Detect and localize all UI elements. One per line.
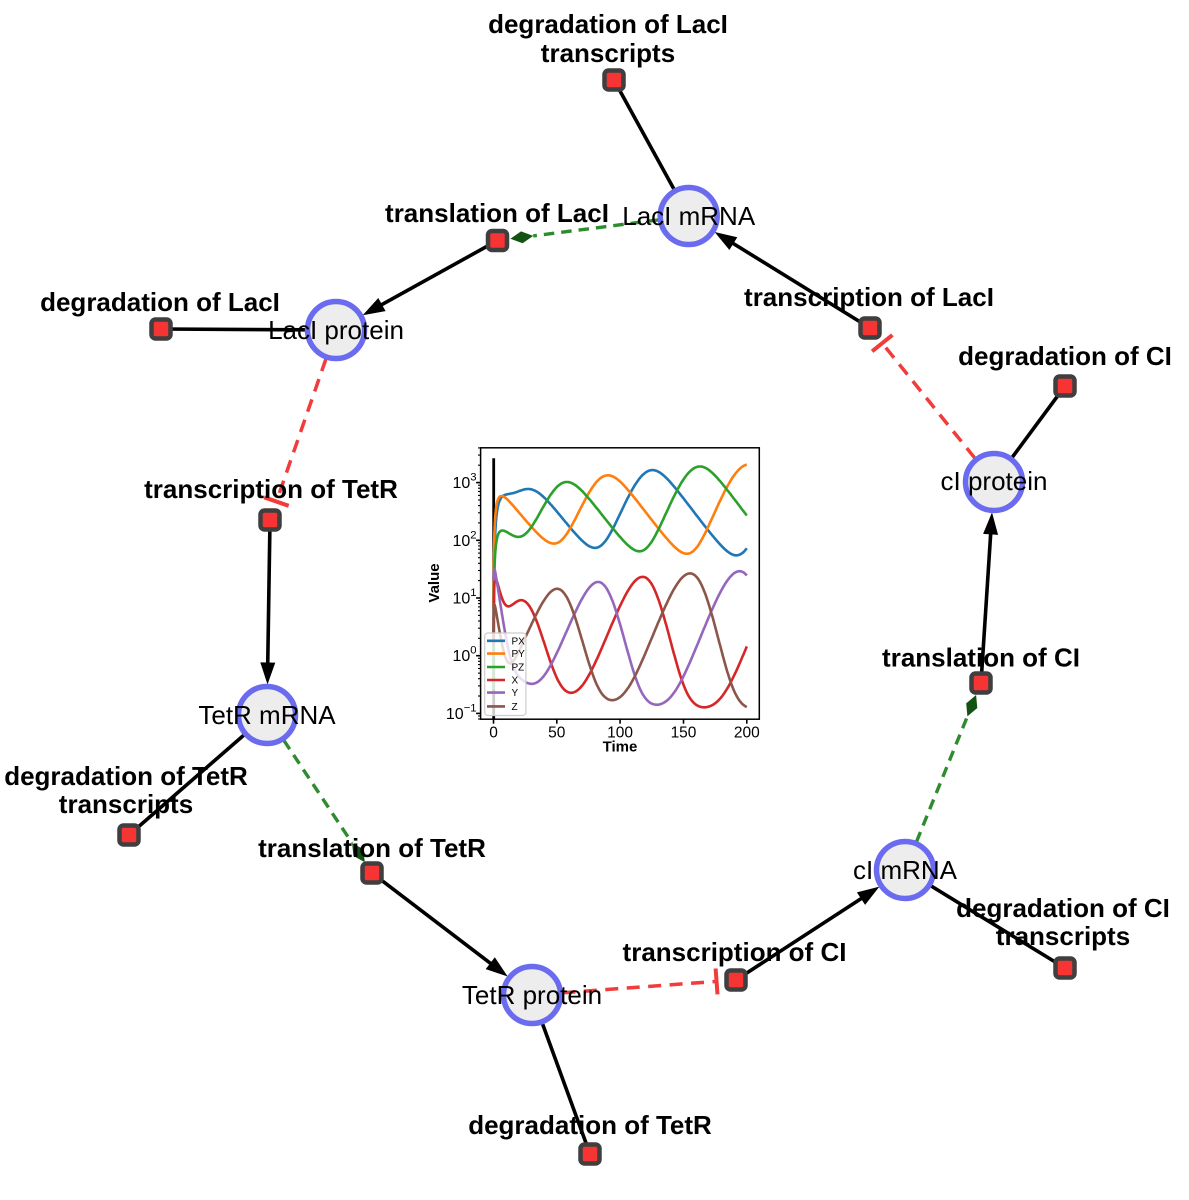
- svg-text:degradation of CI: degradation of CI: [956, 893, 1170, 923]
- svg-text:PY: PY: [512, 649, 526, 660]
- svg-text:transcription of LacI: transcription of LacI: [744, 282, 994, 312]
- svg-text:translation of LacI: translation of LacI: [385, 198, 609, 228]
- svg-text:translation of CI: translation of CI: [882, 643, 1080, 673]
- svg-text:TetR mRNA: TetR mRNA: [198, 700, 336, 730]
- svg-text:degradation of TetR: degradation of TetR: [468, 1110, 712, 1140]
- svg-text:PX: PX: [512, 636, 526, 647]
- svg-text:50: 50: [548, 725, 566, 742]
- svg-text:transcripts: transcripts: [59, 789, 193, 819]
- svg-text:103: 103: [453, 472, 477, 493]
- svg-text:translation of TetR: translation of TetR: [258, 833, 486, 863]
- svg-text:degradation of LacI: degradation of LacI: [40, 287, 280, 317]
- svg-text:cI protein: cI protein: [941, 466, 1048, 496]
- svg-text:transcripts: transcripts: [996, 921, 1130, 951]
- svg-text:TetR protein: TetR protein: [462, 980, 602, 1010]
- svg-text:Time: Time: [603, 739, 638, 756]
- svg-text:200: 200: [734, 725, 760, 742]
- svg-text:LacI mRNA: LacI mRNA: [622, 201, 756, 231]
- svg-text:Y: Y: [512, 688, 519, 699]
- svg-text:Value: Value: [426, 563, 443, 602]
- svg-text:X: X: [512, 676, 519, 687]
- svg-text:transcripts: transcripts: [541, 38, 675, 68]
- svg-text:LacI protein: LacI protein: [268, 315, 404, 345]
- svg-text:transcription of TetR: transcription of TetR: [144, 474, 398, 504]
- svg-text:100: 100: [453, 645, 477, 666]
- svg-text:150: 150: [671, 725, 697, 742]
- svg-text:10−1: 10−1: [446, 702, 477, 723]
- svg-text:degradation of CI: degradation of CI: [958, 341, 1172, 371]
- svg-text:0: 0: [489, 725, 498, 742]
- svg-text:degradation of LacI: degradation of LacI: [488, 9, 728, 39]
- svg-text:100: 100: [607, 725, 633, 742]
- svg-text:101: 101: [453, 587, 477, 608]
- svg-text:degradation of TetR: degradation of TetR: [4, 761, 248, 791]
- svg-text:Z: Z: [512, 702, 518, 713]
- svg-text:cI mRNA: cI mRNA: [853, 855, 958, 885]
- svg-text:PZ: PZ: [512, 663, 525, 674]
- svg-text:transcription of CI: transcription of CI: [623, 937, 847, 967]
- svg-text:102: 102: [453, 529, 477, 550]
